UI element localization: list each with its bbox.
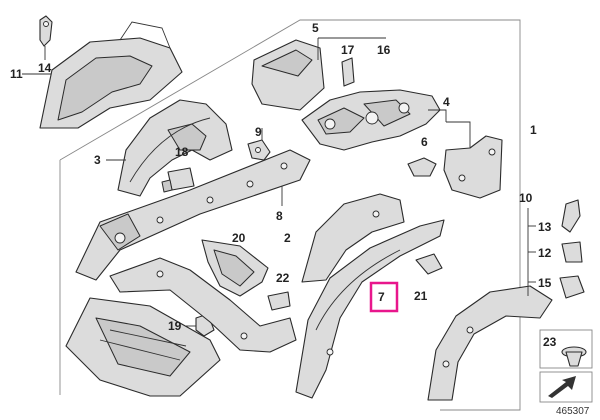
callout-11: 11 [10,67,23,81]
part-17-clip [341,57,355,87]
callout-5: 5 [312,21,319,35]
part-23-push-clip [561,346,587,367]
orientation-arrow-icon [548,376,576,398]
part-8-side-member [75,149,311,281]
part-6-clip [407,157,437,177]
callout-2: 2 [284,231,291,245]
callout-16: 16 [377,43,391,57]
part-22-bracket [267,291,291,311]
part-18-bracket [161,167,195,193]
callout-6: 6 [421,135,428,149]
callout-13: 13 [538,220,552,234]
callout-7: 7 [378,290,385,304]
callout-12: 12 [538,246,552,260]
callout-15: 15 [538,276,552,290]
lower-rail-member [109,257,297,353]
callout-18: 18 [175,145,189,159]
part-15-bracket [559,275,585,299]
callout-23: 23 [543,335,557,349]
callout-20: 20 [232,231,246,245]
floor-panel [65,297,221,397]
part-9-clip [247,139,271,161]
part-14-clip [39,15,53,47]
callout-8: 8 [276,209,283,223]
part-2-inner-arch [301,193,405,283]
callout-4: 4 [443,95,450,109]
part-7-side-panel [295,219,445,399]
part-13-clip [561,199,581,233]
part-16-floor-pan [301,89,441,151]
callout-21: 21 [414,289,428,303]
part-4-bracket [443,135,503,199]
callout-1: 1 [530,123,537,137]
callout-3: 3 [94,153,101,167]
part-10-wheel-arch-liner [427,285,553,401]
part-21-clip [415,253,443,275]
callout-10: 10 [519,191,533,205]
part-5-box [251,39,325,111]
callout-9: 9 [255,125,262,139]
callout-14: 14 [38,61,52,75]
highlight-frame-7 [369,281,399,313]
part-3-wheel-housing [117,99,233,197]
part-11-wheel-arch-cover [39,21,183,129]
part-12-bracket [561,241,583,263]
reference-number: 465307 [556,406,590,417]
assembly-frame [59,19,521,411]
callout-17: 17 [341,43,355,57]
part-20-bracket [201,239,269,297]
callout-22: 22 [276,271,290,285]
callout-19: 19 [168,319,182,333]
